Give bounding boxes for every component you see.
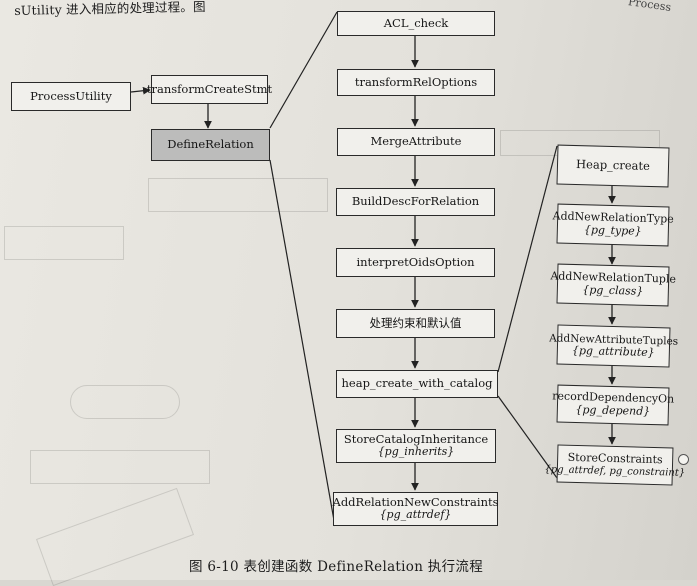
show-through-box — [4, 226, 124, 260]
heap-step-store-constraints: StoreConstraints {pg_attrdef, pg_constra… — [544, 444, 685, 486]
step-heap-create-with-catalog: heap_create_with_catalog — [336, 370, 498, 398]
define-relation-label: DefineRelation — [167, 137, 254, 152]
step-catalog-table: {pg_attrdef} — [379, 508, 452, 522]
step-label: StoreCatalogInheritance — [343, 432, 489, 447]
heap-step-catalog-table: {pg_attrdef, pg_constraint} — [544, 463, 686, 479]
heap-step-catalog-table: {pg_attribute} — [571, 343, 655, 359]
heap-step-label: Heap_create — [575, 157, 651, 174]
step-catalog-table: {pg_inherits} — [377, 445, 455, 459]
step-label: BuildDescForRelation — [351, 194, 480, 209]
step-label: heap_create_with_catalog — [341, 376, 493, 391]
step-interpret-oids-option: interpretOidsOption — [336, 248, 495, 277]
expansion-line-bottom — [269, 159, 336, 527]
step-label: interpretOidsOption — [356, 254, 475, 269]
step-merge-attribute: MergeAttribute — [337, 128, 495, 156]
expansion-line-top — [269, 11, 338, 129]
step-acl-check: ACL_check — [337, 11, 495, 36]
show-through-box — [30, 450, 210, 484]
arrow-process-to-transform — [130, 86, 151, 95]
process-utility-box: ProcessUtility — [11, 82, 131, 111]
heap-step-add-new-attribute-tuples: AddNewAttributeTuples {pg_attribute} — [549, 324, 678, 368]
transform-create-stmt-box: transformCreateStmt — [147, 75, 272, 104]
heap-step-add-new-relation-tuple: AddNewRelationTuple {pg_class} — [550, 263, 676, 307]
heap-step-catalog-table: {pg_type} — [583, 223, 642, 238]
heap-expansion-line-bottom — [497, 395, 558, 479]
step-store-catalog-inheritance: StoreCatalogInheritance {pg_inherits} — [336, 429, 496, 463]
binding-hole-icon — [678, 454, 689, 465]
step-label: MergeAttribute — [370, 134, 462, 149]
step-transform-rel-options: transformRelOptions — [337, 69, 495, 96]
figure-caption: 图 6-10 表创建函数 DefineRelation 执行流程 — [189, 559, 483, 575]
heap-step-catalog-table: {pg_depend} — [575, 403, 651, 418]
heap-expansion-line-top — [497, 145, 558, 373]
heap-step-catalog-table: {pg_class} — [582, 283, 644, 298]
step-label: AddRelationNewConstraints — [332, 495, 499, 510]
step-build-desc-for-relation: BuildDescForRelation — [336, 188, 495, 216]
show-through-box — [70, 385, 180, 419]
process-utility-label: ProcessUtility — [30, 88, 112, 103]
show-through-box — [148, 178, 328, 212]
step-label: 处理约束和默认值 — [369, 315, 462, 330]
heap-step-record-dependency-on: recordDependencyOn {pg_depend} — [552, 384, 674, 426]
step-add-relation-new-constraints: AddRelationNewConstraints {pg_attrdef} — [332, 492, 499, 526]
step-label: transformRelOptions — [354, 74, 478, 89]
step-label: ACL_check — [383, 15, 449, 30]
step-handle-constraints-defaults: 处理约束和默认值 — [336, 309, 495, 338]
heap-step-add-new-relation-type: AddNewRelationType {pg_type} — [552, 203, 674, 247]
heap-step-heap-create: Heap_create — [556, 144, 670, 188]
transform-create-stmt-label: transformCreateStmt — [146, 81, 273, 96]
define-relation-box: DefineRelation — [151, 129, 270, 161]
